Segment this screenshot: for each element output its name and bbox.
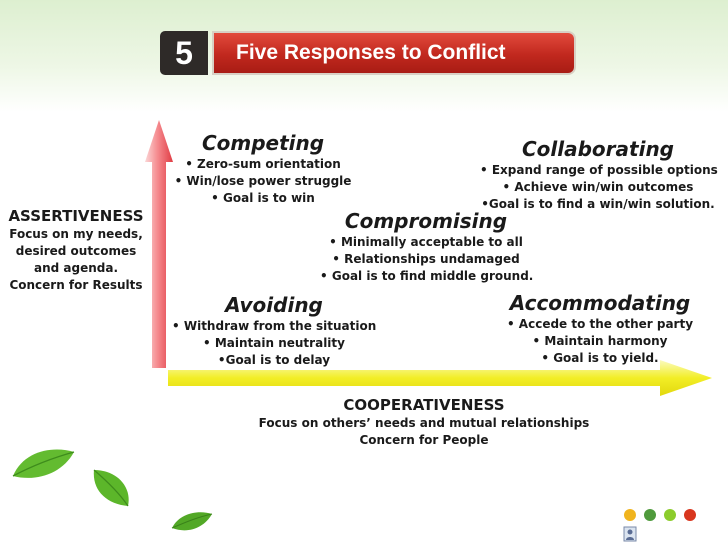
title-bar: Five Responses to Conflict xyxy=(212,31,576,75)
competing-bullet: • Win/lose power struggle xyxy=(174,174,352,188)
avoiding-bullet: • Withdraw from the situation xyxy=(172,319,377,333)
y-axis-desc-line: Focus on my needs, xyxy=(9,227,143,241)
slide-title: Five Responses to Conflict xyxy=(236,41,506,64)
collaborating-block: Collaborating • Expand range of possible… xyxy=(480,136,718,213)
competing-bullet: • Zero-sum orientation xyxy=(185,157,341,171)
nav-dot-icon[interactable] xyxy=(644,509,656,521)
cooperativeness-arrow xyxy=(168,360,712,396)
accommodating-bullet: • Goal is to yield. xyxy=(541,351,659,365)
avoiding-heading: Avoiding xyxy=(225,293,323,317)
compromising-bullet: • Goal is to find middle ground. xyxy=(320,269,534,283)
nav-dot-icon[interactable] xyxy=(624,509,636,521)
competing-bullet: • Goal is to win xyxy=(211,191,315,205)
accommodating-bullet: • Accede to the other party xyxy=(506,317,694,331)
leaf-icon xyxy=(12,449,75,478)
collaborating-bullet: • Expand range of possible options xyxy=(480,163,718,177)
nav-dot-icon[interactable] xyxy=(684,509,696,521)
avoiding-bullet: •Goal is to delay xyxy=(217,353,331,367)
y-axis-desc-line: desired outcomes xyxy=(15,244,137,258)
slide-number: 5 xyxy=(160,31,208,75)
compromising-bullet: • Relationships undamaged xyxy=(332,252,520,266)
collaborating-heading: Collaborating xyxy=(521,137,674,161)
nav-dot-icon[interactable] xyxy=(664,509,676,521)
leaf-icon xyxy=(93,469,129,507)
person-icon xyxy=(623,526,637,542)
title-banner: 5 Five Responses to Conflict xyxy=(160,31,578,75)
assertiveness-label: ASSERTIVENESS Focus on my needs, desired… xyxy=(2,206,150,294)
accommodating-bullet: • Maintain harmony xyxy=(532,334,668,348)
collaborating-bullet: • Achieve win/win outcomes xyxy=(502,180,694,194)
y-axis-desc-line: and agenda. xyxy=(33,261,119,275)
y-axis-title: ASSERTIVENESS xyxy=(8,207,144,225)
avoiding-bullet: • Maintain neutrality xyxy=(203,336,345,350)
x-axis-desc-line: Focus on others’ needs and mutual relati… xyxy=(258,416,590,430)
accommodating-heading: Accommodating xyxy=(509,291,691,315)
avoiding-block: Avoiding • Withdraw from the situation •… xyxy=(172,292,376,369)
x-axis-desc-line: Concern for People xyxy=(359,433,489,447)
x-axis-title: COOPERATIVENESS xyxy=(343,396,505,414)
collaborating-bullet: •Goal is to find a win/win solution. xyxy=(481,197,715,211)
y-axis-desc-line: Concern for Results xyxy=(9,278,143,292)
compromising-heading: Compromising xyxy=(344,209,508,233)
leaf-icon xyxy=(171,512,213,531)
competing-block: Competing • Zero-sum orientation • Win/l… xyxy=(173,130,353,207)
compromising-block: Compromising • Minimally acceptable to a… xyxy=(320,208,534,285)
competing-heading: Competing xyxy=(201,131,325,155)
accommodating-block: Accommodating • Accede to the other part… xyxy=(500,290,700,367)
cooperativeness-label: COOPERATIVENESS Focus on others’ needs a… xyxy=(252,395,596,449)
compromising-bullet: • Minimally acceptable to all xyxy=(329,235,523,249)
assertiveness-arrow xyxy=(145,120,173,368)
